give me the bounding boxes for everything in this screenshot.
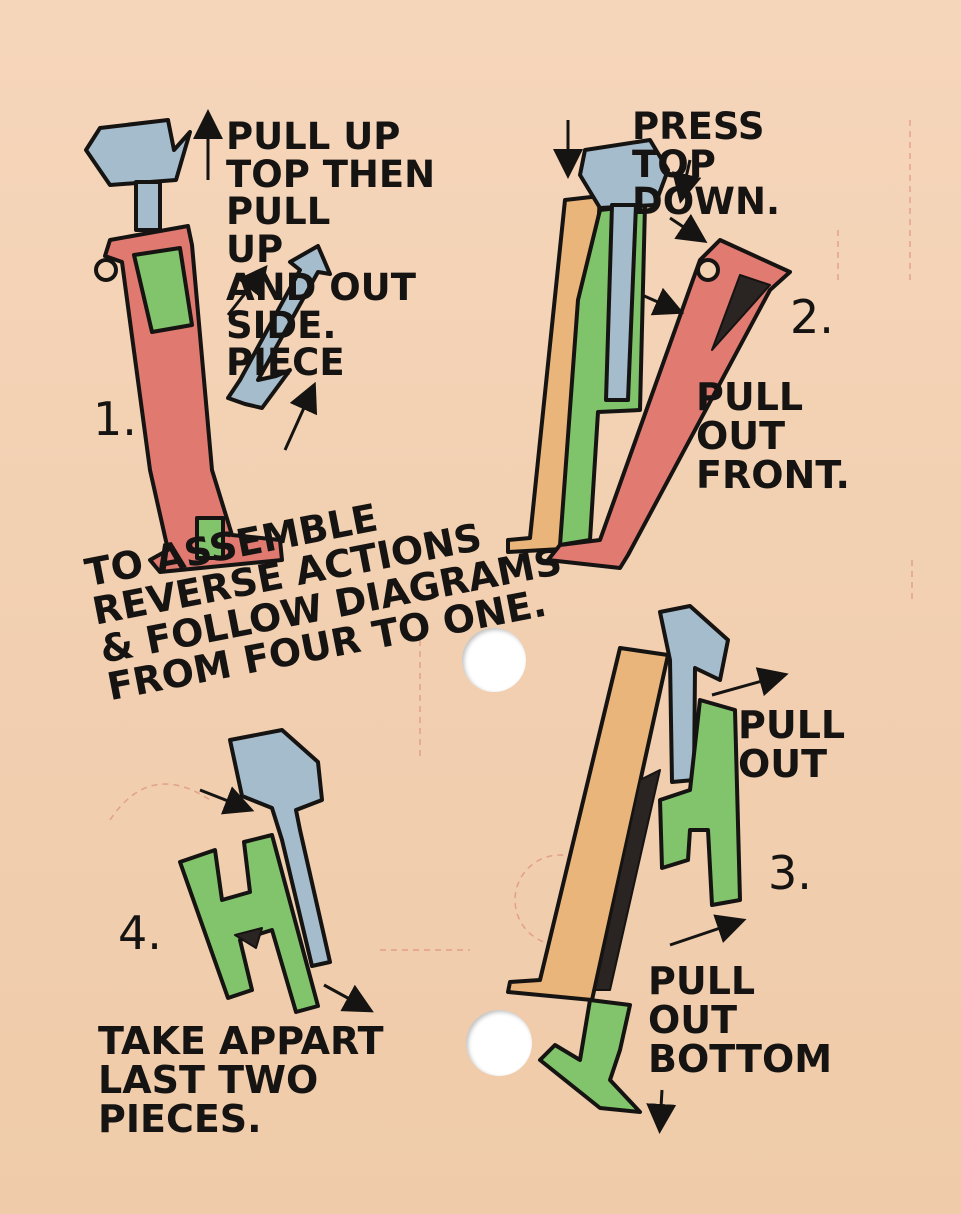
step2-number: 2.: [790, 290, 834, 344]
punch-hole-upper: [462, 628, 526, 692]
step4-blue-top: [228, 728, 332, 968]
step4-number: 4.: [118, 906, 162, 960]
step1-green-window: [132, 246, 194, 334]
step2-illustration: [506, 138, 792, 570]
step2-instruction-bottom: PULL OUT FRONT.: [696, 375, 850, 497]
step1-arrows: [193, 109, 318, 451]
step2-ring: [696, 258, 720, 282]
step3-instruction-top: PULL OUT: [738, 703, 846, 786]
step3-arrows: [646, 667, 789, 1134]
step4-instruction: TAKE APPART LAST TWO PIECES.: [98, 1019, 384, 1141]
step2-arrows: [553, 120, 708, 316]
punch-hole-lower: [466, 1010, 532, 1076]
step4-illustration: [178, 728, 332, 1014]
step1-number: 1.: [93, 392, 137, 446]
step1-green-foot: [195, 516, 225, 560]
step3-green-side: [658, 698, 742, 907]
step3-instruction-bottom: PULL OUT BOTTOM: [648, 959, 833, 1081]
step3-blue-top: [658, 604, 730, 784]
step1-illustration: [84, 118, 332, 574]
step1-top-stem: [134, 180, 162, 232]
step2-instruction-top: PRESS TOP DOWN.: [632, 105, 780, 224]
step3-number: 3.: [768, 846, 812, 900]
step4-arrows: [199, 786, 374, 1013]
step1-side-piece: [226, 244, 332, 410]
step1-ring: [94, 258, 118, 282]
step3-green-bottom: [538, 998, 642, 1114]
step4-green-h: [178, 833, 320, 1014]
step2-blue-stem: [604, 203, 638, 402]
step3-illustration: [506, 604, 742, 1114]
step1-top-piece: [84, 118, 192, 187]
step3-dark-channel: [594, 769, 661, 991]
step1-instruction: PULL UP TOP THEN PULL UP AND OUT SIDE. P…: [226, 115, 436, 385]
